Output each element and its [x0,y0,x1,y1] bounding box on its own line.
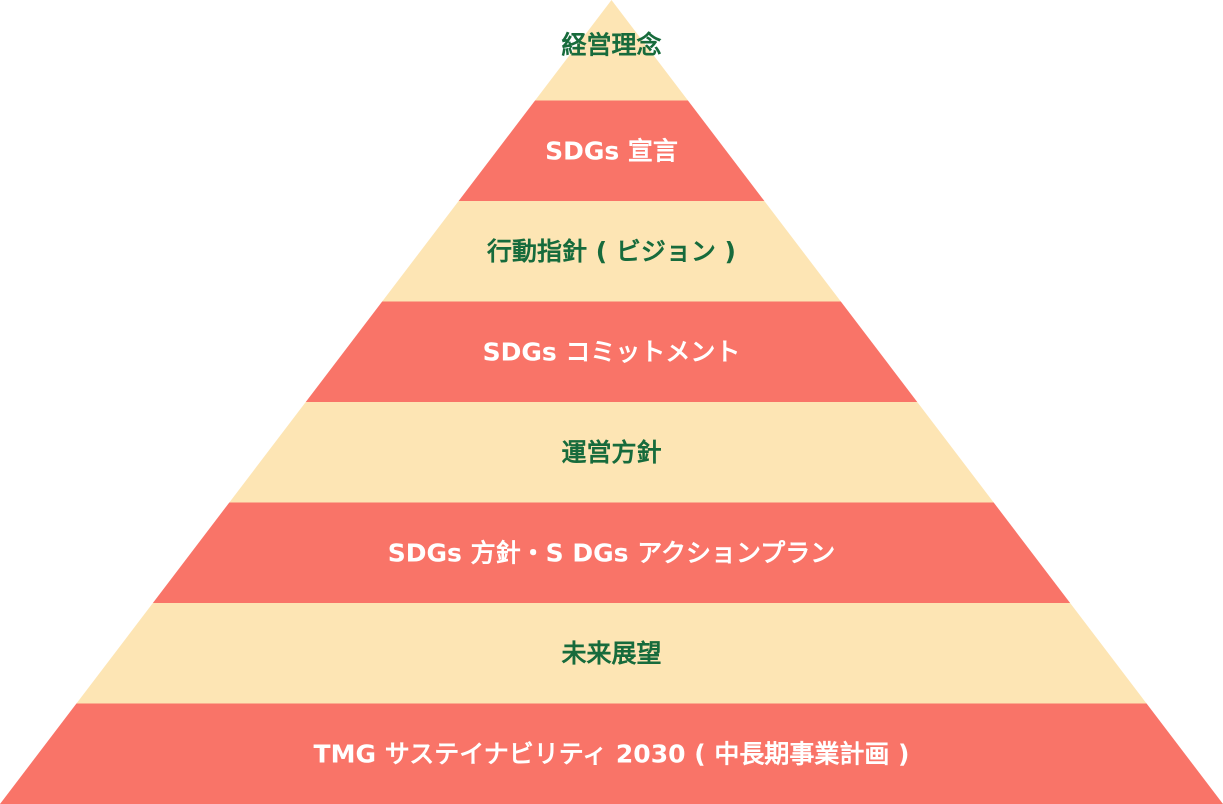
pyramid-band-5 [229,402,994,503]
tier-label-code-of-conduct-vision: 行動指針 ( ビジョン ) [486,237,736,266]
tier-label-future-outlook: 未来展望 [561,639,661,668]
tier-label-sdgs-policy-action-plan: SDGs 方針・S DGs アクションプラン [388,538,835,567]
tier-label-sdgs-commitment: SDGs コミットメント [483,337,741,366]
pyramid-band-3 [382,201,841,302]
tier-label-operating-policy: 運営方針 [561,438,661,467]
pyramid-band-4 [305,301,918,402]
tier-label-tmg-sustainability-2030: TMG サステイナビリティ 2030 ( 中長期事業計画 ) [314,739,910,768]
pyramid-band-6 [152,502,1071,603]
pyramid-band-7 [76,603,1147,704]
pyramid-band-1 [535,0,688,101]
tier-label-management-philosophy: 経営理念 [561,31,661,60]
pyramid-band-8 [0,703,1223,804]
tier-label-sdgs-declaration: SDGs 宣言 [545,136,678,165]
pyramid-band-2 [458,100,765,201]
pyramid-labels: 経営理念 SDGs 宣言 行動指針 ( ビジョン ) SDGs コミットメント … [314,31,910,769]
